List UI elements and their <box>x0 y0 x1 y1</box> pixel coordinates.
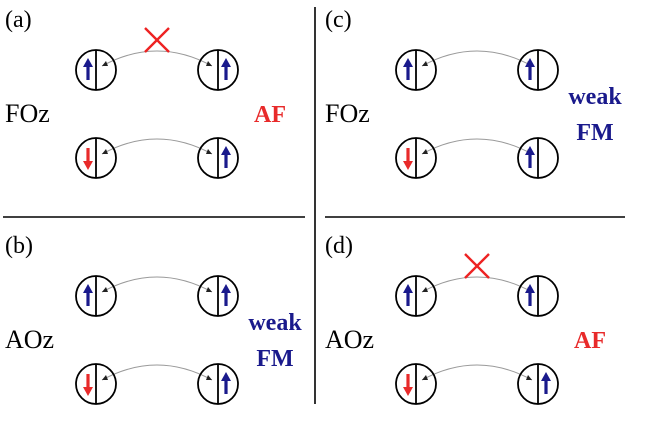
blocked-hop-cross-icon <box>464 253 490 279</box>
site-left <box>395 137 437 179</box>
spin-arrow <box>525 58 535 80</box>
hopping-path <box>421 276 533 293</box>
site-left <box>75 137 117 179</box>
site-right <box>517 275 559 317</box>
hopping-path <box>101 138 213 155</box>
panel-label: (a) <box>5 7 32 33</box>
coupling-result: FM <box>576 120 613 146</box>
site-right <box>517 137 559 179</box>
arrow-up-icon <box>541 372 551 381</box>
site-left <box>395 275 437 317</box>
spin-arrow <box>403 374 413 396</box>
orbital-order-label: AOz <box>325 325 374 354</box>
site-left <box>395 363 437 405</box>
orbital-order-label: AOz <box>5 325 54 354</box>
hop-end-marker <box>102 375 108 380</box>
site-right <box>197 363 239 405</box>
arrow-up-icon <box>83 58 93 67</box>
arrow-up-icon <box>221 372 231 381</box>
site-left <box>75 363 117 405</box>
spin-arrow <box>83 374 93 396</box>
panel-label: (b) <box>5 233 33 259</box>
arrow-down-icon <box>403 161 413 170</box>
spin-arrow <box>83 284 93 306</box>
hop-end-marker <box>102 61 108 66</box>
site-right <box>517 363 559 405</box>
arrow-up-icon <box>221 284 231 293</box>
hop-end-marker <box>102 287 108 292</box>
hop-end-marker <box>526 375 532 380</box>
hopping-path <box>421 138 533 155</box>
hop-end-marker <box>206 287 212 292</box>
orbital-order-label: FOz <box>325 99 370 128</box>
arrow-down-icon <box>83 161 93 170</box>
spin-arrow <box>83 148 93 170</box>
site-right <box>517 49 559 91</box>
hopping-path <box>101 276 213 293</box>
coupling-result: AF <box>574 328 606 354</box>
site-right <box>197 137 239 179</box>
spin-arrow <box>221 284 231 306</box>
hop-end-marker <box>422 61 428 66</box>
arrow-down-icon <box>403 387 413 396</box>
arrow-up-icon <box>525 58 535 67</box>
spin-arrow <box>221 146 231 168</box>
coupling-result: weak <box>568 84 622 110</box>
arrow-down-icon <box>83 387 93 396</box>
site-left <box>75 275 117 317</box>
spin-arrow <box>525 284 535 306</box>
site-right <box>197 275 239 317</box>
hop-end-marker <box>206 149 212 154</box>
site-right <box>197 49 239 91</box>
arrow-up-icon <box>83 284 93 293</box>
spin-arrow <box>525 146 535 168</box>
panel-label: (c) <box>325 7 352 33</box>
hop-end-marker <box>422 149 428 154</box>
hopping-path <box>421 50 533 67</box>
coupling-result: AF <box>254 102 286 128</box>
spin-arrow <box>403 58 413 80</box>
hop-end-marker <box>206 61 212 66</box>
spin-arrow <box>403 284 413 306</box>
panel-label: (d) <box>325 233 353 259</box>
hop-end-marker <box>206 375 212 380</box>
hop-end-marker <box>422 287 428 292</box>
spin-arrow <box>221 58 231 80</box>
arrow-up-icon <box>403 58 413 67</box>
site-left <box>75 49 117 91</box>
cross-stroke <box>464 253 490 279</box>
hop-end-marker <box>422 375 428 380</box>
arrow-up-icon <box>221 58 231 67</box>
arrow-up-icon <box>403 284 413 293</box>
hop-end-marker <box>102 149 108 154</box>
coupling-result: weak <box>248 310 302 336</box>
arrow-up-icon <box>221 146 231 155</box>
site-left <box>395 49 437 91</box>
hopping-path <box>101 364 213 381</box>
hopping-path <box>421 364 533 381</box>
cross-stroke <box>144 27 170 53</box>
coupling-result: FM <box>256 346 293 372</box>
spin-arrow <box>403 148 413 170</box>
spin-arrow <box>83 58 93 80</box>
arrow-up-icon <box>525 284 535 293</box>
panel-d: (d) AOz AF <box>325 233 606 405</box>
arrow-up-icon <box>525 146 535 155</box>
hopping-path <box>101 50 213 67</box>
spin-arrow <box>541 372 551 394</box>
panel-a: (a) FOz AF <box>5 7 286 179</box>
spin-arrow <box>221 372 231 394</box>
blocked-hop-cross-icon <box>144 27 170 53</box>
orbital-order-label: FOz <box>5 99 50 128</box>
